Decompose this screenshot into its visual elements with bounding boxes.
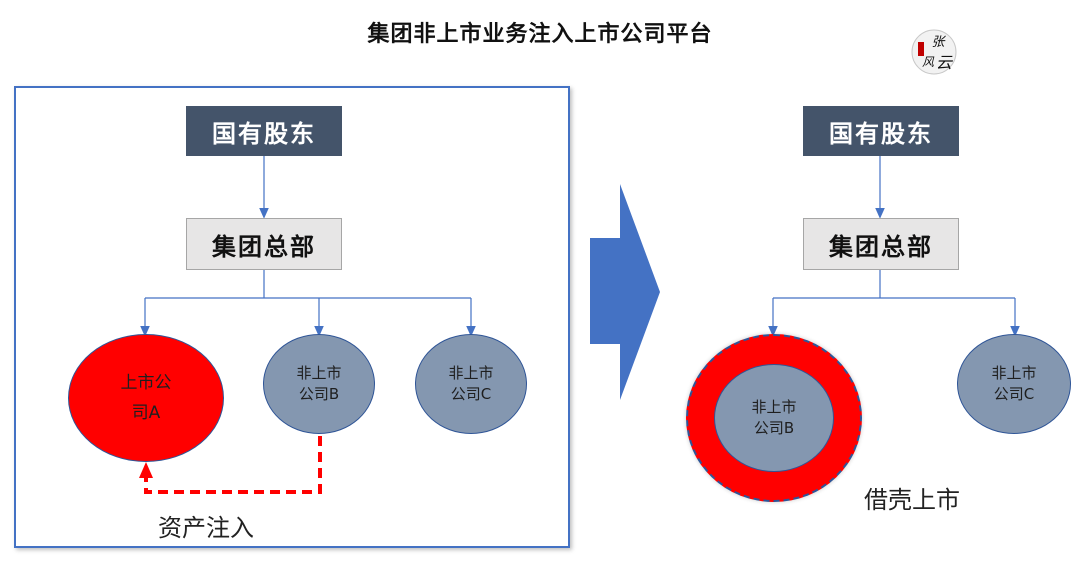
company-c-line1: 非上市: [448, 364, 494, 382]
right-company-b-line1: 非上市: [751, 398, 797, 416]
right-company-b: 非上市 公司B: [714, 364, 834, 472]
company-a-line2: 司A: [131, 403, 161, 423]
asset-injection-label: 资产注入: [158, 514, 254, 542]
right-shareholder-box: 国有股东: [803, 106, 959, 156]
left-panel: [14, 86, 570, 548]
svg-text:风: 风: [922, 55, 935, 69]
right-company-b-line2: 公司B: [753, 419, 795, 437]
company-c-line2: 公司C: [450, 385, 492, 403]
left-shareholder-box: 国有股东: [186, 106, 342, 156]
company-b-line2: 公司B: [298, 385, 340, 403]
backdoor-listing-label: 借壳上市: [864, 486, 960, 514]
left-hq-box: 集团总部: [186, 218, 342, 270]
page-title: 集团非上市业务注入上市公司平台: [367, 22, 713, 47]
left-company-c: 非上市 公司C: [415, 334, 527, 434]
right-hq-box: 集团总部: [803, 218, 959, 270]
transition-arrow-icon: [590, 184, 660, 400]
right-company-c-line1: 非上市: [991, 364, 1037, 382]
svg-text:云: 云: [936, 53, 954, 72]
left-listed-company-a: 上市公 司A: [68, 334, 224, 462]
logo-seal-icon: 张 风 云: [911, 29, 957, 75]
left-company-b: 非上市 公司B: [263, 334, 375, 434]
svg-text:张: 张: [931, 35, 946, 50]
company-a-line1: 上市公: [120, 373, 172, 393]
right-company-c-line2: 公司C: [993, 385, 1035, 403]
right-company-c: 非上市 公司C: [957, 334, 1071, 434]
company-b-line1: 非上市: [296, 364, 342, 382]
